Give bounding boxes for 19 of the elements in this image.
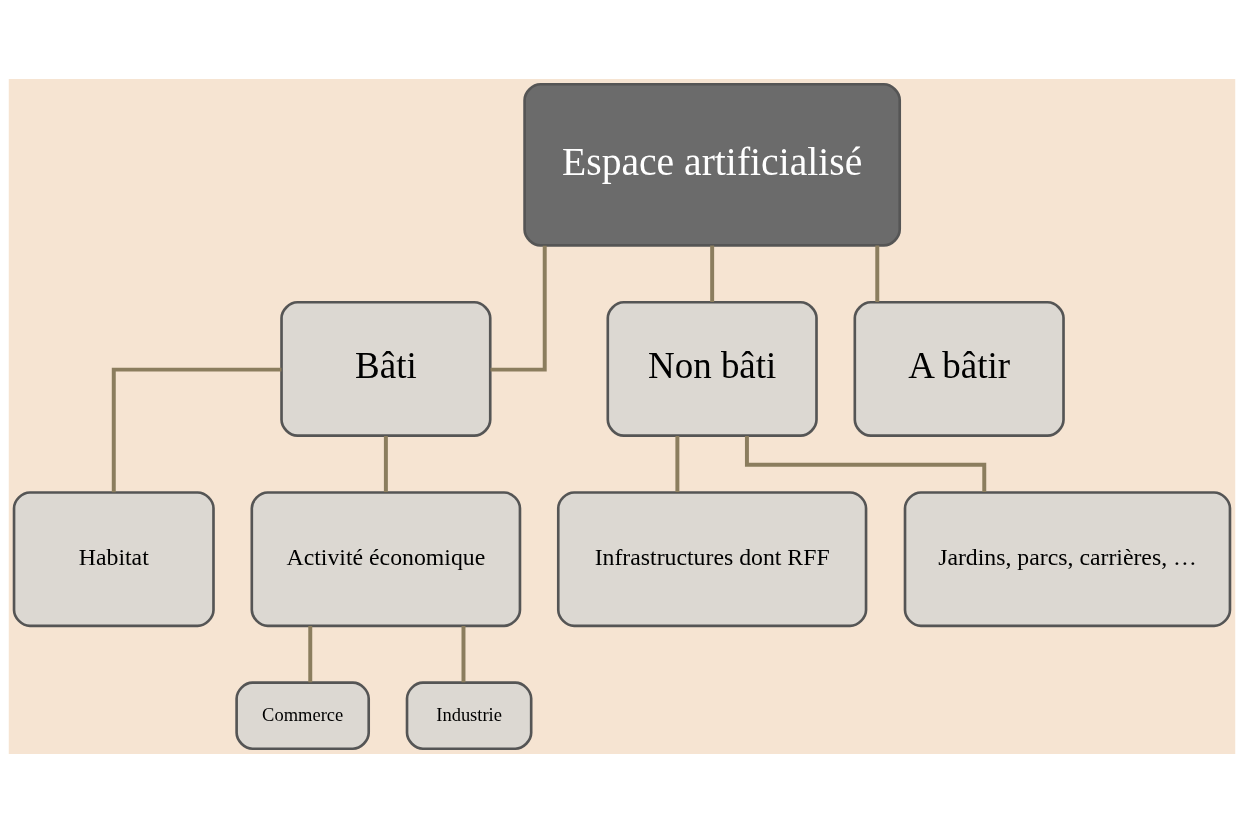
connector <box>744 435 987 492</box>
node-box: Bâti <box>280 300 492 437</box>
node-box: A bâtir <box>853 300 1065 437</box>
node-box: Espace artificialisé <box>523 82 902 247</box>
node-box: Habitat <box>12 490 215 627</box>
node-box: Jardins, parcs, carrières, … <box>903 490 1232 627</box>
node-box: Infrastructures dont RFF <box>556 490 868 627</box>
node-box: Industrie <box>405 680 533 750</box>
connector <box>490 245 547 372</box>
connector <box>111 367 282 492</box>
node-box: Commerce <box>235 680 371 750</box>
node-box: Activité économique <box>250 490 522 627</box>
connector <box>710 245 715 302</box>
connector <box>461 625 466 682</box>
connector <box>875 245 880 302</box>
connector <box>383 435 388 492</box>
connector <box>675 435 680 492</box>
node-box: Non bâti <box>606 300 818 437</box>
connector <box>308 625 313 682</box>
